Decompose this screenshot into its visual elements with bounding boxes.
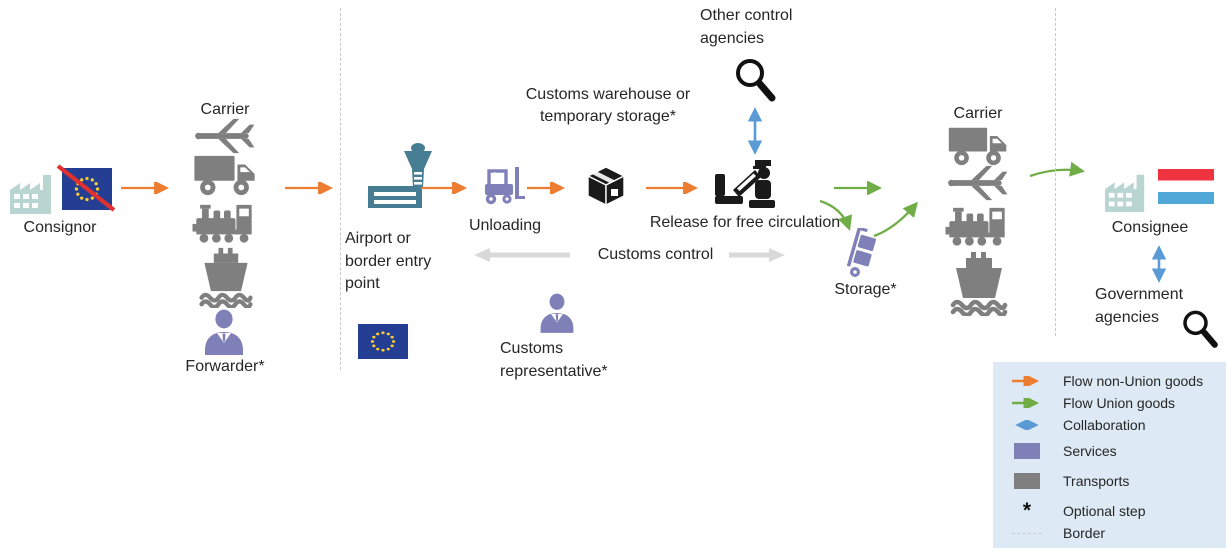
customs-representative-label: Customs representative* (500, 340, 608, 380)
legend-label: Optional step (1063, 503, 1146, 519)
flow-arrow-unloading-warehouse (527, 182, 565, 194)
legend-row-transports: Transports (1003, 470, 1220, 492)
consignee-factory-icon (1103, 170, 1151, 212)
airport-label: Airport or border entry point (345, 230, 432, 293)
flow-arrow-carrier-consignee (1029, 162, 1085, 178)
other-control-agencies-label: Other control agencies (700, 7, 793, 47)
forwarder-label: Forwarder* (185, 358, 265, 375)
magnifier-icon (731, 56, 777, 104)
asterisk-symbol: * (1022, 499, 1032, 522)
carrier-left-label: Carrier (200, 101, 250, 118)
consignee-label: Consignee (1111, 219, 1189, 236)
unloading-label: Unloading (468, 217, 542, 234)
eu-flag-icon (358, 324, 408, 359)
carrier-right-label: Carrier (953, 105, 1003, 122)
orange-arrow-icon (1003, 376, 1051, 386)
control-tower-icon (362, 142, 440, 210)
customs-officer-icon (713, 158, 775, 208)
legend-row-services: Services (1003, 440, 1220, 462)
transports-swatch (1014, 473, 1040, 489)
legend-box: Flow non-Union goods Flow Union goods Co… (993, 362, 1226, 548)
consignor-factory-icon (8, 170, 58, 214)
non-eu-strike-icon (56, 164, 116, 212)
legend-row-flow-union: Flow Union goods (1003, 392, 1220, 414)
ship-icon (950, 250, 1008, 316)
truck-icon (194, 153, 256, 197)
plane-icon (192, 117, 256, 155)
luxembourg-flag-icon (1158, 169, 1214, 204)
flow-arrow-release-storage (819, 199, 853, 231)
flow-arrow-release-carrier (834, 181, 882, 195)
services-swatch (1014, 443, 1040, 459)
flow-arrow-carrier-border (285, 182, 333, 194)
storage-label: Storage* (834, 281, 897, 298)
legend-label: Collaboration (1063, 417, 1146, 433)
flow-arrow-warehouse-release (646, 182, 698, 194)
legend-label: Transports (1063, 473, 1130, 489)
government-agencies-label: Government agencies (1095, 286, 1184, 326)
forwarder-person-icon (202, 309, 246, 355)
legend-label: Border (1063, 525, 1106, 541)
legend-row-flow-non-union: Flow non-Union goods (1003, 370, 1220, 392)
legend-label: Services (1063, 443, 1117, 459)
magnifier-icon (1178, 308, 1220, 350)
collaboration-arrow-consignee-government (1152, 245, 1166, 283)
legend-row-collaboration: Collaboration (1003, 414, 1220, 436)
border-dashed-line-right (1055, 8, 1056, 336)
consignor-label: Consignor (23, 219, 97, 236)
collaboration-arrow-agencies-release (748, 107, 762, 155)
legend-label: Flow Union goods (1063, 395, 1176, 411)
customs-representative-person-icon (538, 292, 576, 334)
blue-double-arrow-icon (1003, 420, 1051, 430)
package-box-icon (583, 164, 629, 208)
flow-arrow-border-unloading (421, 182, 467, 194)
flow-arrow-consignor-carrier (121, 182, 169, 194)
truck-icon (947, 125, 1009, 167)
customs-warehouse-label: Customs warehouse or temporary storage* (525, 86, 691, 126)
plane-icon (945, 164, 1009, 202)
hand-truck-icon (842, 228, 886, 278)
ship-icon (198, 246, 254, 308)
green-arrow-icon (1003, 398, 1051, 408)
train-icon (944, 204, 1010, 246)
customs-control-block-arrow-right (729, 248, 785, 262)
border-dash-sample (1012, 532, 1042, 534)
border-dashed-line-left (340, 8, 341, 370)
flow-arrow-storage-carrier (873, 201, 918, 238)
legend-row-border: Border (1003, 522, 1220, 544)
customs-control-block-arrow-left (474, 248, 570, 262)
forklift-icon (479, 165, 525, 205)
legend-label: Flow non-Union goods (1063, 373, 1204, 389)
train-icon (191, 201, 257, 243)
release-label: Release for free circulation (649, 214, 841, 231)
customs-control-label: Customs control (597, 246, 714, 263)
legend-row-optional-step: * Optional step (1003, 500, 1220, 522)
